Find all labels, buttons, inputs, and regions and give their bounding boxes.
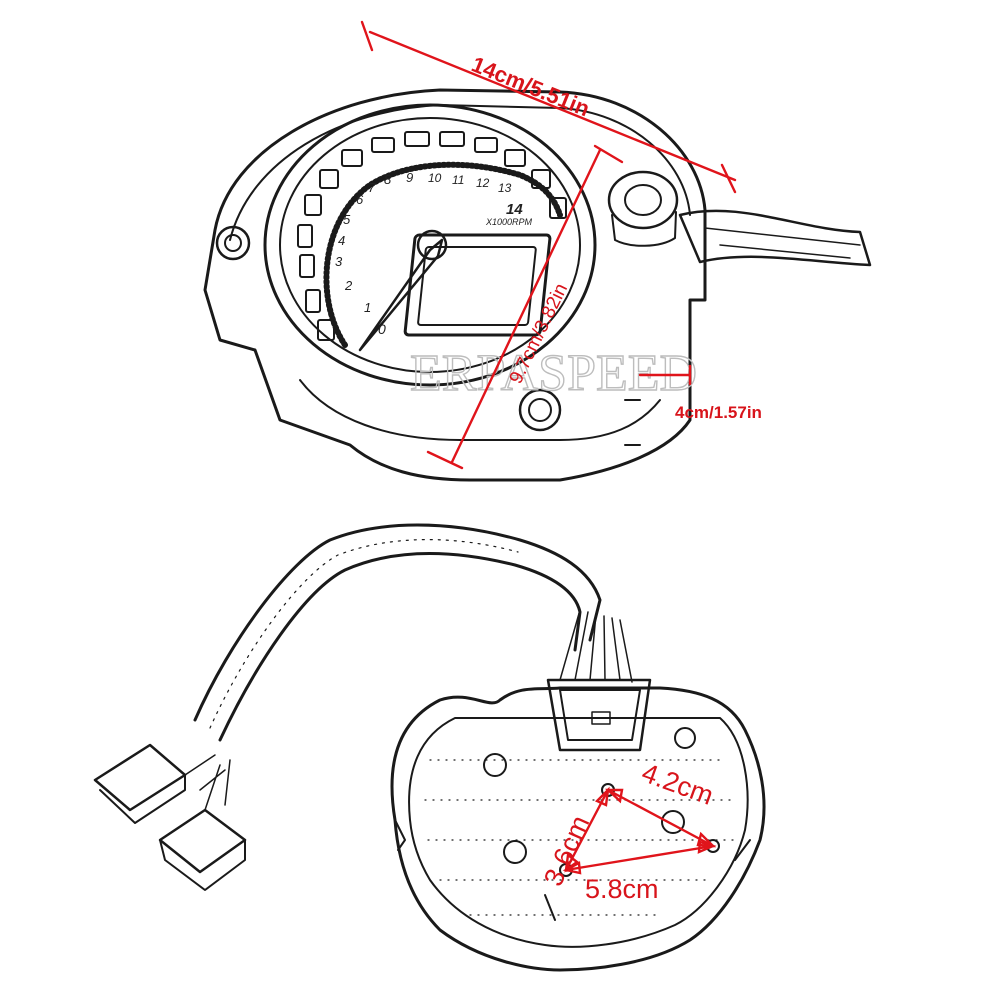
tick-label: 8 (384, 172, 392, 187)
spacing-a-label: 4.2cm (638, 757, 717, 810)
mounting-hole-spacing: 4.2cm 3.6cm 5.8cm (538, 757, 717, 904)
watermark: ERPASPEED (410, 345, 697, 402)
depth-dimension: 4cm/1.57in (638, 364, 762, 422)
front-gauge-drawing: 0 1 2 3 4 5 6 7 8 9 10 11 12 13 14 X1000… (203, 88, 872, 482)
tick-label: 0 (378, 321, 386, 337)
height-dimension: 9.7cm/3.82in (426, 144, 624, 470)
tick-label: 1 (364, 300, 371, 315)
tick-label: 13 (498, 181, 512, 195)
tick-label: 12 (476, 176, 490, 190)
tick-label: 10 (428, 171, 442, 185)
tick-label: 14 (506, 201, 523, 218)
rear-gauge-drawing (93, 523, 766, 972)
depth-label: 4cm/1.57in (675, 403, 762, 422)
tick-label: 11 (452, 173, 464, 187)
tick-label: 9 (406, 170, 413, 185)
tick-label: 4 (338, 233, 345, 248)
tick-label: 6 (356, 192, 364, 207)
width-label: 14cm/5.51in (468, 51, 593, 121)
tick-label: 7 (368, 180, 376, 195)
tick-label: 5 (343, 212, 351, 227)
tick-label: 2 (344, 278, 353, 293)
rpm-unit-label: X1000RPM (485, 217, 533, 227)
tick-label: 3 (335, 254, 343, 269)
spacing-c-label: 5.8cm (585, 874, 659, 904)
tachometer-scale: 0 1 2 3 4 5 6 7 8 9 10 11 12 13 14 X1000… (335, 170, 533, 337)
